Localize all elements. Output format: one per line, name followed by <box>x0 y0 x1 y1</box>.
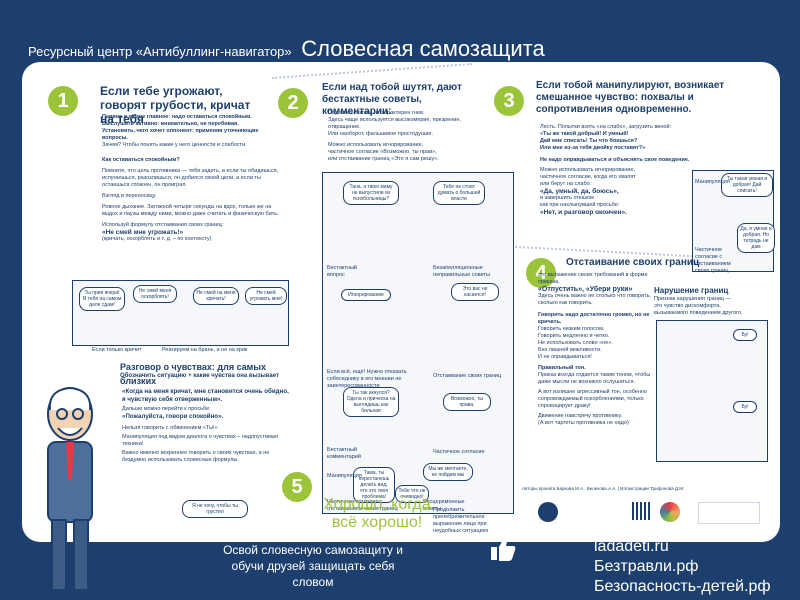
speech-bubble: Тама, ты перестанешь делать вид, что это… <box>353 467 395 503</box>
comic-caption: Манипуляция <box>695 179 730 185</box>
comic-caption: Частичное согласие <box>433 449 485 455</box>
section-1-title: Если тебе угрожают, говорят грубости, кр… <box>100 84 251 126</box>
speech-bubble: Ты так акнулся? Одела и прическа на выгл… <box>343 387 399 417</box>
speech-bubble: Возможно, ты права. <box>443 393 491 411</box>
comic-caption: Реагируем на брань, а не на крик <box>162 347 248 353</box>
poster-header: Ресурсный центр «Антибуллинг-навигатор» … <box>28 36 545 62</box>
speech-bubble: Не смей угрожать мне! <box>245 287 287 305</box>
section-2-badge: 2 <box>278 88 308 118</box>
logo-icon <box>538 502 558 522</box>
feelings-subtitle: Обозначить ситуацию + какие чувства она … <box>120 373 279 379</box>
comic-caption: Отстаивание своих границ <box>433 373 502 379</box>
section-1-line: Первое и самое главное: надо оставаться … <box>102 114 279 242</box>
section-4-text: это выражение своих требований в форме п… <box>538 272 651 426</box>
section-3-comic: Ты такая умная и добрая! Дай списать! Да… <box>692 170 775 274</box>
section-1-comic: Ты прие вчера! Я тебя на самом деле сдам… <box>72 280 289 346</box>
section-3-text: Лесть. Попытки взять «на слабо», загрузи… <box>540 124 690 216</box>
poster-title: Словесная самозащита <box>301 36 545 61</box>
qr-code-icon <box>632 502 650 520</box>
section-2-text: Под тонкой атаки не характерен гнев. Зде… <box>328 110 461 162</box>
speech-bubble: Не смей меня оскорблять! <box>133 285 177 303</box>
section-3-title: Если тобой манипулируют, возникает смеша… <box>536 80 725 115</box>
section-5-title: Хорошо, когда всё хорошо! <box>323 496 431 531</box>
footer-site: Безтравли.рф <box>594 558 699 575</box>
section-4-badge: 4 <box>526 258 556 288</box>
comic-caption: Бестактный комментарий <box>327 447 361 460</box>
speech-bubble: Бу! <box>733 329 757 341</box>
speech-bubble: Мы же мечтаете, не пойдем мы <box>423 463 473 481</box>
footer-site: ladadeti.ru <box>594 538 669 555</box>
thumbs-up-icon <box>491 538 516 561</box>
speech-bubble: Это вас не касается! <box>451 283 499 301</box>
speech-bubble: Игнорирование <box>341 289 391 301</box>
speech-bubble: Ты прие вчера! Я тебя на самом деле сдам… <box>79 287 125 311</box>
section-2-comic: Тана, а твою маму не выпустили из психбо… <box>322 172 514 534</box>
credits: Авторы проекта Баркова М.А., Белехова А.… <box>522 486 685 491</box>
speech-bubble: Тебе что не очевидно! <box>395 485 429 503</box>
org-name: Ресурсный центр «Антибуллинг-навигатор» <box>28 44 292 59</box>
speech-bubble: Тана, а твою маму не выпустили из психбо… <box>343 181 399 205</box>
speech-bubble: Бу! <box>733 401 757 413</box>
comic-caption: Если всё, ещё! Нужно отказать собеседник… <box>327 369 407 389</box>
divider-dots <box>272 63 472 79</box>
logo-icon <box>660 502 680 522</box>
comic-caption: Безапелляционные неправильные советы <box>433 265 490 278</box>
section-5-badge: 5 <box>282 472 312 502</box>
section-3-badge: 3 <box>494 86 524 116</box>
speech-bubble: Ты такая умная и добрая! Дай списать! <box>721 173 773 197</box>
speech-bubble: Тебе не стоит думать о большей власти <box>433 181 485 205</box>
teacher-illustration <box>47 386 93 591</box>
speech-bubble: Да, я умная и добрая. Но тетрадь не дам <box>737 223 775 253</box>
section-1-badge: 1 <box>48 86 78 116</box>
footer-site: Безопасность-детей.рф <box>594 578 771 595</box>
boundary-violation-text: Признак нарушения границ — это чувство д… <box>654 296 743 316</box>
logo-icon <box>698 502 760 524</box>
section-4-comic: Бу! Бу! <box>656 320 768 462</box>
comic-caption: Если только кричит <box>92 347 142 353</box>
section-2-title: Если над тобой шутят, дают бестактные со… <box>322 82 462 117</box>
speech-bubble: Не смей на меня кричать! <box>193 287 239 305</box>
feelings-title: Разговор о чувствах: для самых близких <box>120 362 267 386</box>
comic-caption: Продолжить пренебрежительное выражение л… <box>433 507 489 534</box>
feelings-text: «Когда на меня кричат, мне становится оч… <box>122 388 289 463</box>
footer-slogan: Освой словесную самозащиту и обучи друзе… <box>223 543 403 589</box>
boundary-violation-title: Нарушение границ <box>654 286 729 295</box>
comic-caption: Частичное согласие с отстаиванием своих … <box>327 499 398 512</box>
section-4-title: Отстаивание своих границ <box>566 257 700 268</box>
comic-caption: Бестактный вопрос <box>327 265 357 278</box>
speech-bubble: Я не хочу, чтобы ты грустил <box>182 500 248 518</box>
poster-sheet: 1 Если тебе угрожают, говорят грубости, … <box>22 62 780 542</box>
comic-caption: Бесцеремонные советы <box>423 499 465 512</box>
comic-caption: Частичное согласие с отстаиванием своих … <box>695 247 731 274</box>
comic-caption: Манипуляция <box>327 473 362 479</box>
